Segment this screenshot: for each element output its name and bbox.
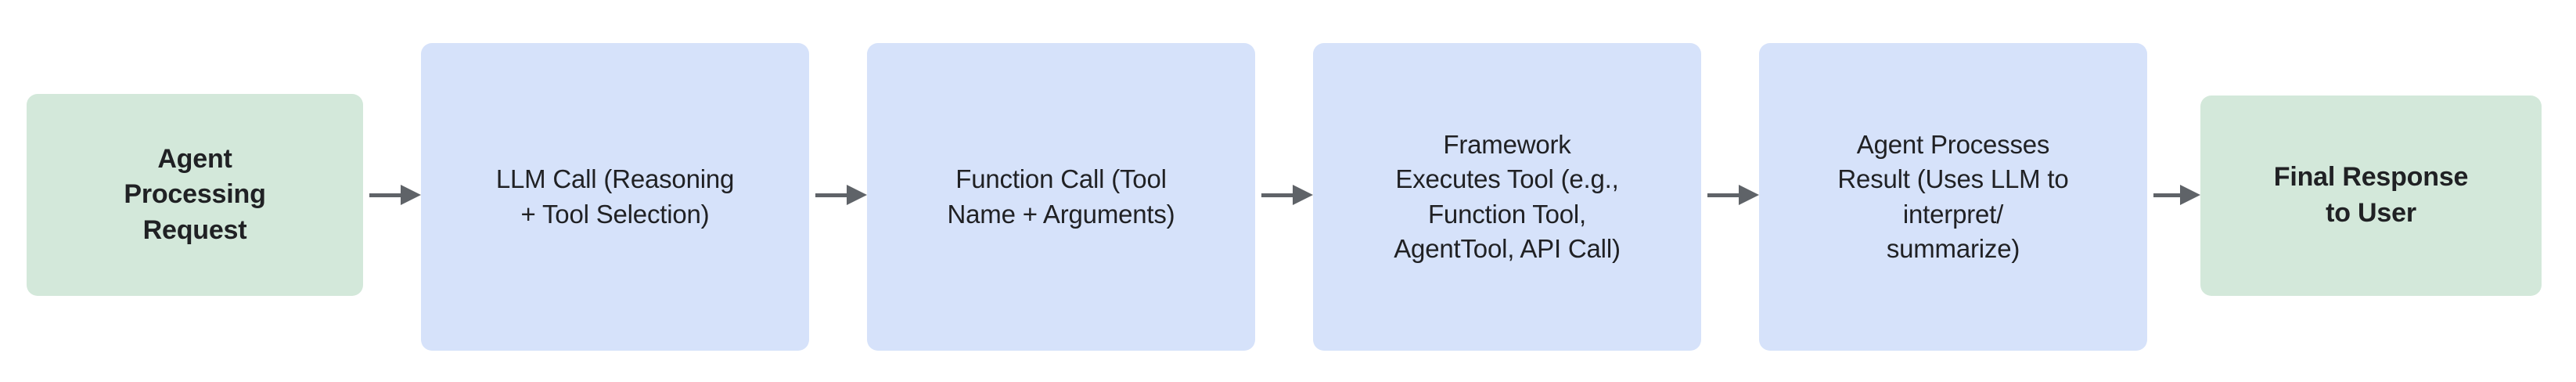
node-label-line: Agent Processes <box>1856 130 2050 160</box>
node-llm-call[interactable]: LLM Call (Reasoning + Tool Selection) <box>421 43 809 351</box>
node-label-line: Final Response <box>2273 162 2469 193</box>
node-label-line: Processing <box>124 179 266 210</box>
node-label: Final Response to User <box>2211 160 2531 231</box>
node-label-line: Framework <box>1443 130 1571 160</box>
edge-node5-to-node6 <box>2153 185 2200 205</box>
arrow-head-icon <box>1739 185 1759 205</box>
node-label: Agent Processes Result (Uses LLM to inte… <box>1770 128 2136 266</box>
node-label-line: Request <box>142 214 247 245</box>
arrow-head-icon <box>847 185 867 205</box>
node-agent-processes-result[interactable]: Agent Processes Result (Uses LLM to inte… <box>1759 43 2147 351</box>
node-label-line: interpret/ <box>1902 199 2004 229</box>
arrow-shaft <box>815 193 847 197</box>
node-agent-processing-request[interactable]: Agent Processing Request <box>27 94 363 296</box>
edge-node1-to-node2 <box>369 185 421 205</box>
node-label-line: AgentTool, API Call) <box>1394 233 1621 263</box>
edge-node2-to-node3 <box>815 185 867 205</box>
node-label-line: + Tool Selection) <box>520 199 710 229</box>
arrow-shaft <box>1707 193 1739 197</box>
node-label-line: Name + Arguments) <box>947 199 1175 229</box>
node-label: Function Call (Tool Name + Arguments) <box>878 162 1244 231</box>
node-final-response-to-user[interactable]: Final Response to User <box>2200 96 2542 296</box>
arrow-shaft <box>369 193 401 197</box>
node-label-line: Executes Tool (e.g., <box>1395 164 1619 194</box>
node-label-line: summarize) <box>1886 233 2020 263</box>
node-label-line: LLM Call (Reasoning <box>495 164 735 194</box>
edge-node4-to-node5 <box>1707 185 1759 205</box>
node-label: Agent Processing Request <box>38 142 352 249</box>
node-label-line: to User <box>2326 198 2416 228</box>
node-label-line: Function Tool, <box>1427 199 1587 229</box>
arrow-shaft <box>2153 193 2180 197</box>
edge-node3-to-node4 <box>1261 185 1313 205</box>
node-label: LLM Call (Reasoning + Tool Selection) <box>432 162 798 231</box>
node-label: Framework Executes Tool (e.g., Function … <box>1324 128 1690 266</box>
arrow-head-icon <box>2180 185 2200 205</box>
node-label-line: Agent <box>157 143 232 174</box>
node-label-line: Result (Uses LLM to <box>1837 164 2069 194</box>
arrow-shaft <box>1261 193 1293 197</box>
node-function-call[interactable]: Function Call (Tool Name + Arguments) <box>867 43 1255 351</box>
arrow-head-icon <box>1293 185 1313 205</box>
node-framework-executes-tool[interactable]: Framework Executes Tool (e.g., Function … <box>1313 43 1701 351</box>
node-label-line: Function Call (Tool <box>955 164 1167 194</box>
arrow-head-icon <box>401 185 421 205</box>
